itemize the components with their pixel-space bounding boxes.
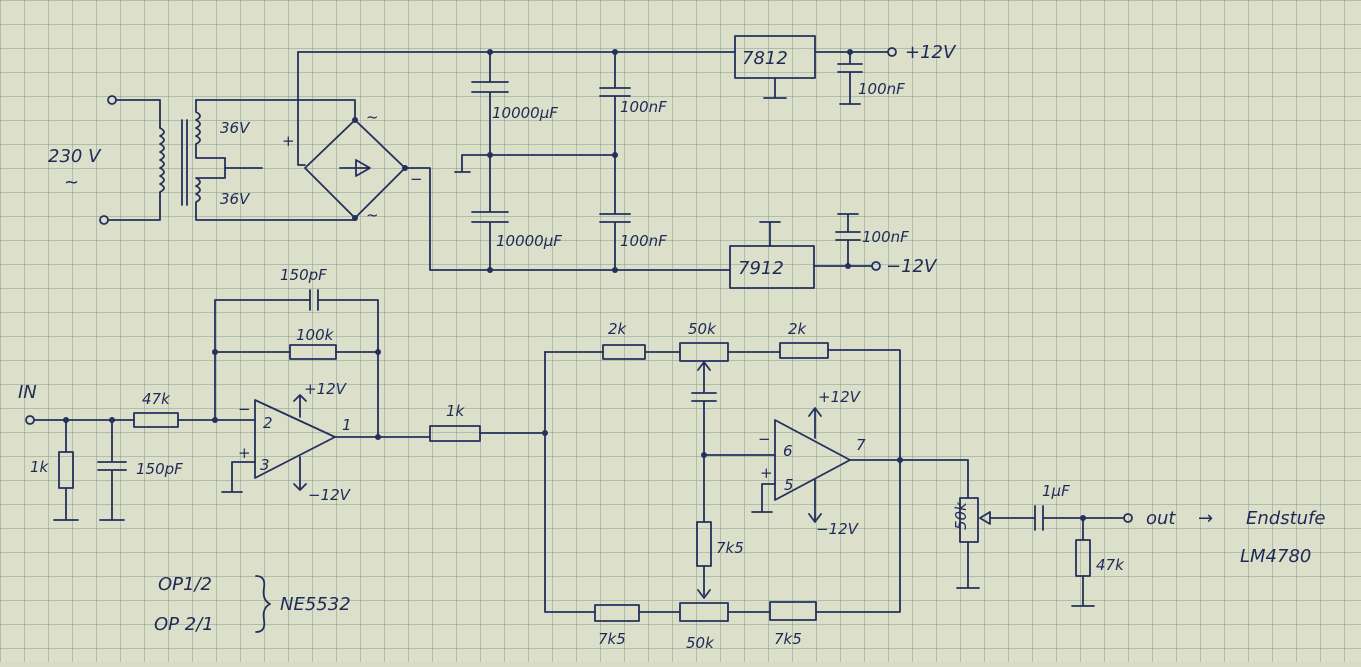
r-47k-output-label: 47k [1096,556,1125,574]
c-150pF-feedback-label: 150pF [280,266,327,284]
r-7k5-bottom-left-label: 7k5 [598,630,626,648]
bridge-rectifier [297,51,731,271]
op-amp-1 [221,394,431,493]
r-7k5-bottom-right-label: 7k5 [774,630,802,648]
cap-10000uF-top-label: 10000µF [492,104,558,122]
regulator-7912 [729,213,881,289]
c-1uF-output-label: 1µF [1042,482,1070,500]
secondary-1-label: 36V [220,119,251,137]
op1-minus-label: − [238,400,251,418]
op2-plus-label: + [760,464,773,482]
r-1k-shunt-label: 1k [30,458,50,476]
r-100k-feedback-label: 100k [296,326,335,344]
op1-supply-pos-label: +12V [304,380,348,398]
op-2-1-label: OP 2/1 [154,614,214,635]
bridge-ac-2-label: ~ [366,206,379,224]
op2-pin5-label: 5 [784,476,794,494]
r-7k5-mid-label: 7k5 [716,539,744,557]
c-150pF-input-label: 150pF [136,460,183,478]
op-1-2-label: OP1/2 [158,574,212,595]
positive-rail [297,49,736,55]
op2-pin6-label: 6 [783,442,793,460]
endstufe-label: Endstufe [1246,508,1325,529]
output-network [956,497,1133,607]
r-47k-input-label: 47k [142,390,171,408]
r-1k-coupling-label: 1k [446,402,466,420]
bridge-minus-label: − [410,170,423,188]
op-amp-2 [703,407,969,523]
out-arrow: → [1198,508,1213,529]
r-2k-top-left-label: 2k [608,320,628,338]
coupling-resistor [429,425,548,442]
cap-100nF-neg-out-label: 100nF [862,228,909,246]
transformer [99,95,356,225]
op2-supply-neg-label: −12V [816,520,860,538]
op1-pin2-label: 2 [263,414,273,432]
op1-plus-label: + [238,444,251,462]
op1-feedback [212,289,381,438]
op2-minus-label: − [758,430,771,448]
bridge-plus-label: + [282,132,295,150]
pot-50k-bottom-label: 50k [686,634,715,652]
cap-100nF-pos-out-label: 100nF [858,80,905,98]
ne5532-label: NE5532 [280,594,351,615]
op2-pin7-label: 7 [856,436,866,454]
mains-ac-symbol: ~ [64,172,79,193]
pot-50k-volume-label: 50k [952,501,970,530]
brace [255,575,271,633]
tone-network [544,342,901,622]
op1-pin1-label: 1 [342,416,352,434]
cap-10000uF-bottom-label: 10000µF [496,232,562,250]
pot-50k-top-label: 50k [688,320,717,338]
op1-supply-neg-label: −12V [308,486,352,504]
op2-supply-pos-label: +12V [818,388,862,406]
lm4780-label: LM4780 [1240,546,1311,567]
regulator-7812-label: 7812 [742,48,788,69]
r-2k-top-right-label: 2k [788,320,808,338]
op1-pin3-label: 3 [260,456,270,474]
filter-capacitors [454,51,631,273]
secondary-2-label: 36V [220,190,251,208]
output-minus12v-label: −12V [886,256,938,277]
mains-voltage-label: 230 V [48,146,102,167]
bridge-ac-1-label: ~ [366,108,379,126]
input-network [25,412,256,521]
out-label: out [1146,508,1176,529]
output-plus12v-label: +12V [905,42,957,63]
input-label: IN [18,382,37,403]
regulator-7912-label: 7912 [738,258,784,279]
regulator-7812 [734,35,897,105]
cap-100nF-bottom-label: 100nF [620,232,667,250]
cap-100nF-top-label: 100nF [620,98,667,116]
